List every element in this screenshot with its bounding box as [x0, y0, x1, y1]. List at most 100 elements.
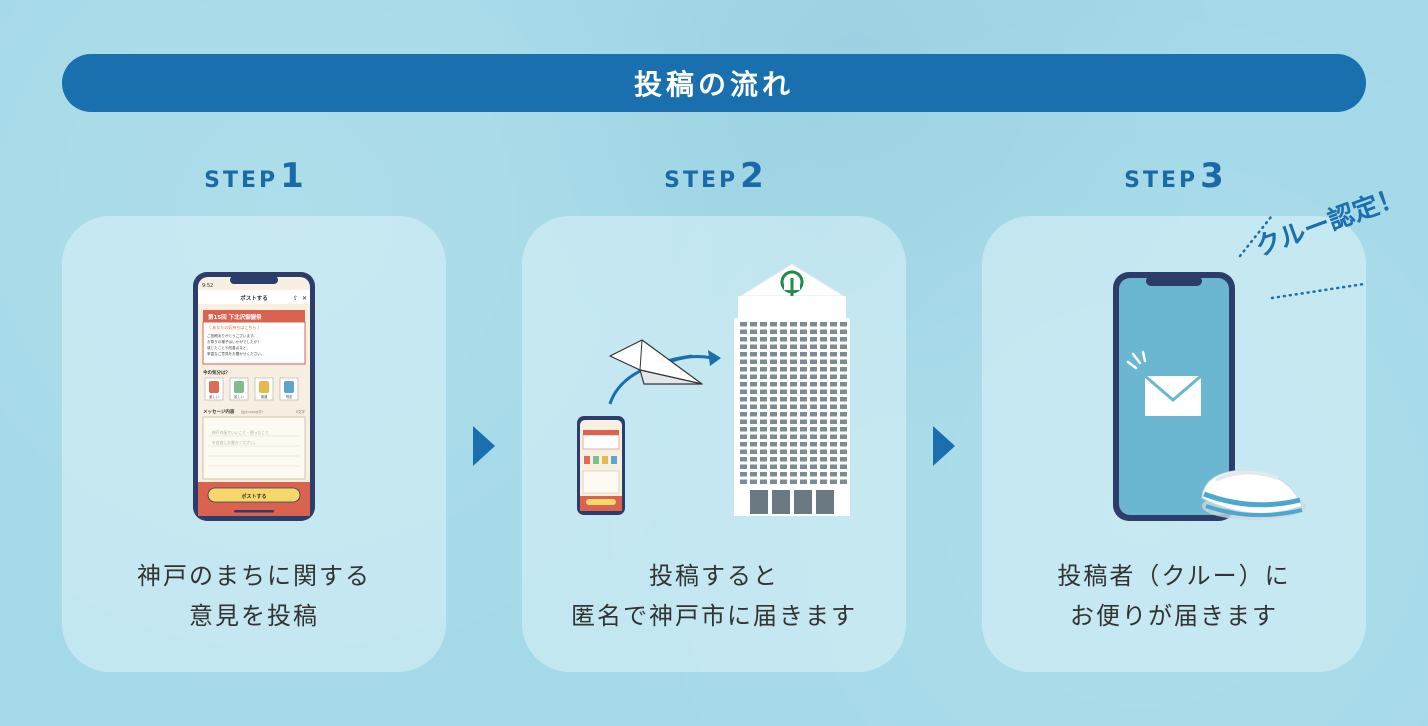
step-3-label: STEP3: [1074, 156, 1274, 196]
building-window: [760, 412, 767, 417]
building-window: [820, 382, 827, 387]
building-window: [820, 367, 827, 372]
building-window: [800, 419, 807, 424]
building-window: [750, 397, 757, 402]
building-window: [810, 382, 817, 387]
building-window: [800, 374, 807, 379]
step-2-label: STEP2: [614, 156, 814, 196]
svg-text:✕: ✕: [302, 295, 307, 302]
building-window: [840, 397, 847, 402]
building-window: [770, 389, 777, 394]
building-window: [790, 389, 797, 394]
building-window: [760, 382, 767, 387]
svg-text:普通: 普通: [261, 394, 268, 399]
building-window: [840, 412, 847, 417]
building-window: [740, 419, 747, 424]
building-window: [790, 457, 797, 462]
building-window: [800, 434, 807, 439]
building-window: [780, 479, 787, 484]
building-window: [770, 449, 777, 454]
building-window: [800, 479, 807, 484]
building-window: [740, 359, 747, 364]
step-1-label: STEP1: [154, 156, 354, 196]
phone-banner: 第15回 下北沢御嶽祭: [208, 313, 262, 321]
building-window: [750, 404, 757, 409]
step-word: STEP: [664, 168, 739, 193]
building-window: [740, 427, 747, 432]
building-window: [830, 442, 837, 447]
building-window: [760, 464, 767, 469]
building-window: [740, 457, 747, 462]
sparkle-lines: [1238, 216, 1366, 300]
next-arrow-icon: [933, 426, 955, 466]
building-window: [820, 472, 827, 477]
building-window: [830, 464, 837, 469]
building-window: [780, 344, 787, 349]
building-window: [760, 434, 767, 439]
building-window: [780, 382, 787, 387]
building-window: [790, 419, 797, 424]
phone-mood-label: 今の気分は？: [203, 369, 230, 376]
building-window: [810, 479, 817, 484]
building-window: [830, 419, 837, 424]
building-window: [810, 412, 817, 417]
building-window: [780, 457, 787, 462]
building-window: [750, 382, 757, 387]
building-window: [840, 442, 847, 447]
phone-header: ポストする: [240, 294, 268, 302]
step-3-illustration: [1113, 216, 1366, 521]
building-window: [840, 427, 847, 432]
building-window: [770, 367, 777, 372]
building-window: [770, 344, 777, 349]
building-window: [800, 442, 807, 447]
building-window: [820, 464, 827, 469]
step-number: 1: [280, 156, 304, 196]
building-window: [790, 427, 797, 432]
building-window: [780, 419, 787, 424]
building-window: [800, 337, 807, 342]
building-window: [820, 442, 827, 447]
building-window: [820, 412, 827, 417]
city-hall-building-icon: [734, 263, 850, 516]
svg-text:を自由にお書きください。: を自由にお書きください。: [212, 440, 258, 445]
building-window: [770, 322, 777, 327]
building-window: [740, 352, 747, 357]
building-window: [760, 322, 767, 327]
building-window: [840, 382, 847, 387]
building-window: [840, 472, 847, 477]
building-window: [740, 464, 747, 469]
phone-time: 9:52: [202, 283, 213, 289]
building-window: [750, 419, 757, 424]
building-window: [800, 404, 807, 409]
building-window: [760, 449, 767, 454]
building-window: [840, 367, 847, 372]
building-window: [830, 344, 837, 349]
building-window: [820, 329, 827, 334]
building-window: [770, 374, 777, 379]
building-window: [820, 419, 827, 424]
building-window: [770, 457, 777, 462]
svg-text:率直なご意見をお聞かせください。: 率直なご意見をお聞かせください。: [207, 351, 265, 356]
building-window: [820, 427, 827, 432]
building-window: [760, 442, 767, 447]
building-window: [740, 389, 747, 394]
building-window: [770, 434, 777, 439]
building-window: [820, 344, 827, 349]
building-window: [780, 412, 787, 417]
building-window: [800, 389, 807, 394]
building-window: [780, 449, 787, 454]
building-window: [740, 434, 747, 439]
building-window: [790, 322, 797, 327]
building-window: [760, 374, 767, 379]
building-window: [800, 412, 807, 417]
building-window: [810, 404, 817, 409]
building-window: [800, 457, 807, 462]
building-window: [830, 382, 837, 387]
building-window: [770, 427, 777, 432]
building-window: [780, 359, 787, 364]
building-window: [840, 434, 847, 439]
building-window: [810, 457, 817, 462]
building-window: [840, 457, 847, 462]
sailor-hat-icon: [1201, 469, 1306, 520]
building-window: [830, 479, 837, 484]
